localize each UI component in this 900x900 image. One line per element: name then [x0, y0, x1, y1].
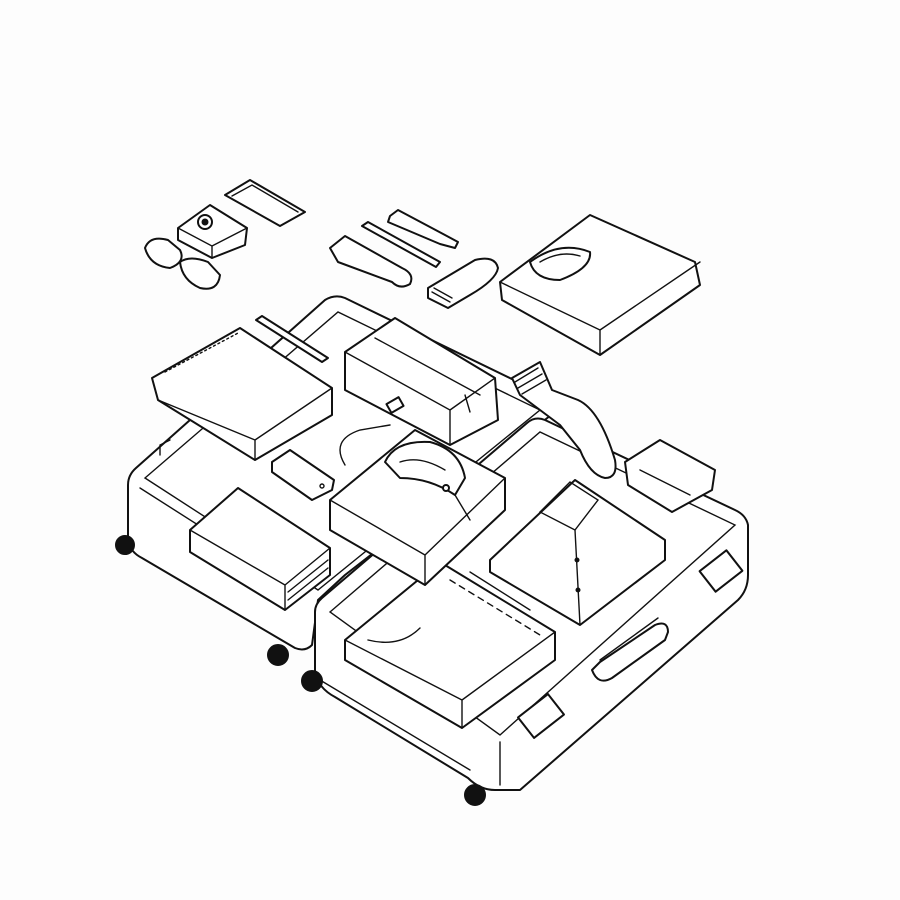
folded-shirt-in-suitcase	[489, 479, 666, 626]
suitcase-handle	[591, 622, 669, 682]
latch	[698, 549, 744, 593]
wheel-icon	[267, 644, 289, 666]
pen	[255, 315, 329, 363]
razor	[427, 257, 499, 309]
travel-tube	[387, 209, 459, 249]
sunglasses	[144, 237, 221, 290]
camera	[177, 204, 248, 259]
small-booklet	[224, 179, 306, 227]
toothpaste-tube	[329, 235, 413, 288]
sock	[511, 361, 617, 479]
latch	[517, 693, 565, 739]
toiletry-bag	[344, 317, 499, 446]
bag-strap	[339, 424, 716, 513]
wheel-icon	[301, 670, 323, 692]
toothbrush	[361, 221, 441, 268]
spiral-notebook	[151, 327, 333, 461]
folded-dress-shirt	[329, 429, 506, 586]
folded-sweater	[499, 214, 701, 356]
wheel-icon	[464, 784, 486, 806]
wheel-icon	[115, 535, 135, 555]
book-in-suitcase	[189, 487, 331, 611]
smartphone	[271, 449, 335, 501]
